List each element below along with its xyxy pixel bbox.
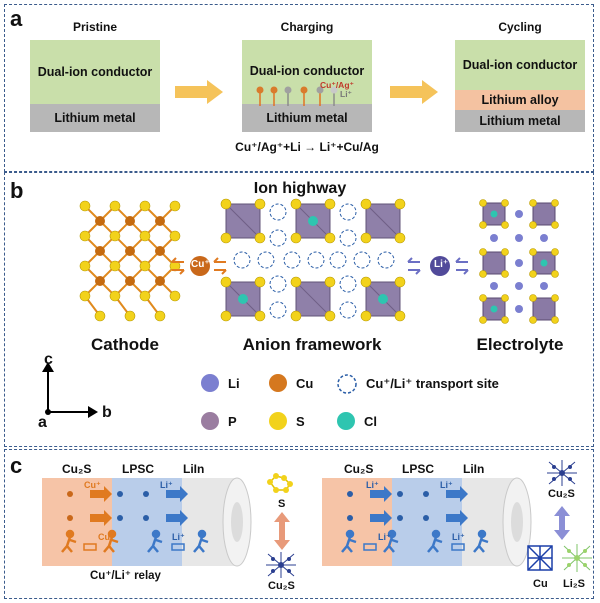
legend-s: S bbox=[268, 411, 305, 431]
right-ion-arrows bbox=[341, 486, 489, 553]
electrolyte-structure bbox=[479, 199, 559, 324]
arrow-right-2 bbox=[390, 80, 438, 104]
li-ion-label: Li⁺ bbox=[434, 259, 449, 270]
cu-crystal bbox=[527, 545, 553, 571]
panel-letter-b: b bbox=[10, 178, 24, 203]
s-molecule bbox=[267, 473, 293, 493]
layer-lithium-pristine: Lithium metal bbox=[30, 104, 160, 132]
legend-li: Li bbox=[200, 373, 240, 393]
panel-b bbox=[4, 172, 594, 447]
axis-a-label: a bbox=[38, 414, 47, 431]
charging-equation: Cu⁺/Ag⁺+Li → Li⁺+Cu/Ag bbox=[235, 140, 379, 154]
cu2s-crystal-right bbox=[547, 460, 577, 486]
cathode-label: Cathode bbox=[91, 335, 159, 354]
cu2s-crystal-left bbox=[266, 552, 296, 578]
charging-ions bbox=[256, 86, 338, 106]
legend-p: P bbox=[200, 411, 237, 431]
c-left-lpsc: LPSC bbox=[122, 462, 155, 476]
c-right-li-plus-4: Li⁺ bbox=[452, 532, 465, 542]
c-left-relay: Cu⁺/Li⁺ relay bbox=[90, 570, 161, 582]
li-ion-exchange bbox=[407, 256, 469, 276]
li-atom-icon bbox=[201, 374, 219, 392]
stage-title-cycling: Cycling bbox=[498, 20, 542, 34]
charging-li-label: Li⁺ bbox=[340, 89, 353, 99]
legend-cu-label: Cu bbox=[296, 375, 314, 391]
layer-lithium-charging: Lithium metal bbox=[242, 104, 372, 132]
legend-li-label: Li bbox=[228, 375, 240, 391]
c-right-liin: LiIn bbox=[463, 462, 485, 476]
stage-title-charging: Charging bbox=[280, 20, 334, 34]
panel-letter-a: a bbox=[10, 6, 23, 31]
panel-c bbox=[4, 449, 594, 599]
legend-site-label: Cu⁺/Li⁺ transport site bbox=[366, 376, 499, 391]
legend-p-label: P bbox=[228, 413, 237, 429]
electrolyte-label: Electrolyte bbox=[476, 335, 564, 354]
anion-framework bbox=[220, 198, 406, 322]
c-right-li-plus-1: Li⁺ bbox=[366, 480, 379, 490]
c-right-lpsc: LPSC bbox=[402, 462, 435, 476]
layer-lithium-alloy: Lithium alloy bbox=[455, 90, 585, 110]
layer-dual-ion-charging-label: Dual-ion conductor bbox=[249, 64, 365, 78]
c-right-li2s: Li₂S bbox=[563, 578, 585, 590]
layer-dual-ion-cycling: Dual-ion conductor bbox=[455, 40, 585, 90]
cathode-structure bbox=[79, 200, 181, 322]
s-atom-icon bbox=[269, 412, 287, 430]
arrow-right-1 bbox=[175, 80, 223, 104]
layer-lithium-cycling: Lithium metal bbox=[455, 110, 585, 132]
c-left-liin: LiIn bbox=[183, 462, 205, 476]
axis-arrows bbox=[42, 362, 98, 418]
c-left-li-plus-2: Li⁺ bbox=[172, 532, 185, 542]
c-right-li-plus-2: Li⁺ bbox=[440, 480, 453, 490]
axis-b-label: b bbox=[102, 404, 112, 421]
cu-ion-label: Cu⁺ bbox=[191, 259, 210, 270]
legend-s-label: S bbox=[296, 413, 305, 429]
stack-cycling: Dual-ion conductor Lithium alloy Lithium… bbox=[455, 40, 585, 132]
ion-highway-title: Ion highway bbox=[253, 180, 347, 197]
legend-cu: Cu bbox=[268, 373, 313, 393]
c-left-cu2s-bottom: Cu₂S bbox=[268, 580, 295, 592]
c-left-s: S bbox=[278, 498, 286, 510]
stack-charging: Dual-ion conductor Lithium metal bbox=[242, 40, 372, 132]
panel-letter-c: c bbox=[10, 453, 23, 478]
stack-pristine: Dual-ion conductor Lithium metal bbox=[30, 40, 160, 132]
c-left-cu-plus-1: Cu⁺ bbox=[84, 480, 101, 490]
left-ion-arrows bbox=[61, 486, 209, 553]
cu-atom-icon bbox=[269, 374, 287, 392]
transport-site-icon bbox=[337, 374, 357, 394]
c-right-cu2s: Cu₂S bbox=[344, 462, 374, 476]
c-left-cu-plus-2: Cu⁺ bbox=[98, 532, 115, 542]
c-left-li-plus-1: Li⁺ bbox=[160, 480, 173, 490]
li2s-crystal bbox=[562, 544, 592, 572]
c-right-li-plus-3: Li⁺ bbox=[378, 532, 391, 542]
layer-dual-ion-pristine: Dual-ion conductor bbox=[30, 40, 160, 104]
layer-dual-ion-charging: Dual-ion conductor bbox=[242, 40, 372, 104]
stage-title-pristine: Pristine bbox=[72, 20, 117, 34]
legend-cl: Cl bbox=[336, 411, 377, 431]
anion-framework-label: Anion framework bbox=[242, 335, 382, 354]
p-atom-icon bbox=[201, 412, 219, 430]
c-left-cu2s: Cu₂S bbox=[62, 462, 92, 476]
conversion-arrow-right bbox=[554, 506, 570, 540]
c-right-cu: Cu bbox=[533, 578, 548, 590]
c-right-cu2s-top: Cu₂S bbox=[548, 488, 575, 500]
cl-atom-icon bbox=[337, 412, 355, 430]
legend-site: Cu⁺/Li⁺ transport site bbox=[336, 373, 499, 395]
conversion-arrow-left bbox=[274, 512, 290, 550]
cu-ion-exchange bbox=[171, 256, 227, 276]
legend-cl-label: Cl bbox=[364, 413, 377, 429]
axis-c-label: c bbox=[44, 351, 53, 368]
charging-ion-label: Cu⁺/Ag⁺ bbox=[320, 80, 354, 90]
panel-a bbox=[4, 4, 594, 172]
